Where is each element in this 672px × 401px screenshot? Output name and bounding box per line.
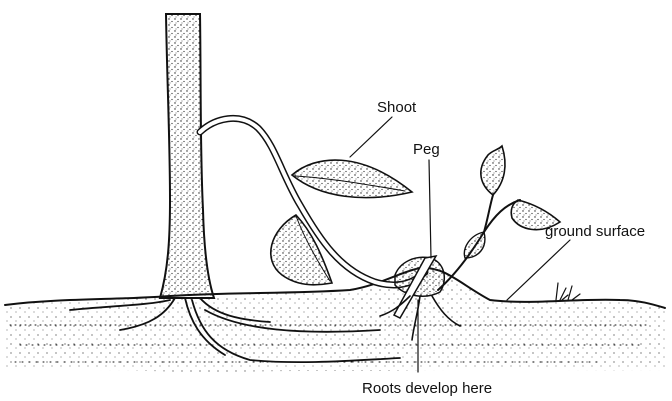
shoot-leader [350,117,392,157]
parent-trunk [160,14,214,298]
ground-surface-label: ground surface [545,223,645,240]
leaf-lower [271,215,332,285]
ground-leader [507,240,570,300]
shoot-label: Shoot [377,99,417,116]
peg-leader [429,160,431,258]
soil [5,268,665,372]
peg-label: Peg [413,141,440,158]
leaf-tip-upper [481,146,505,195]
grass-tuft [556,283,580,300]
leaf-upper [292,160,412,198]
roots-label: Roots develop here [362,380,492,397]
leaf-tip-lower [464,232,485,258]
